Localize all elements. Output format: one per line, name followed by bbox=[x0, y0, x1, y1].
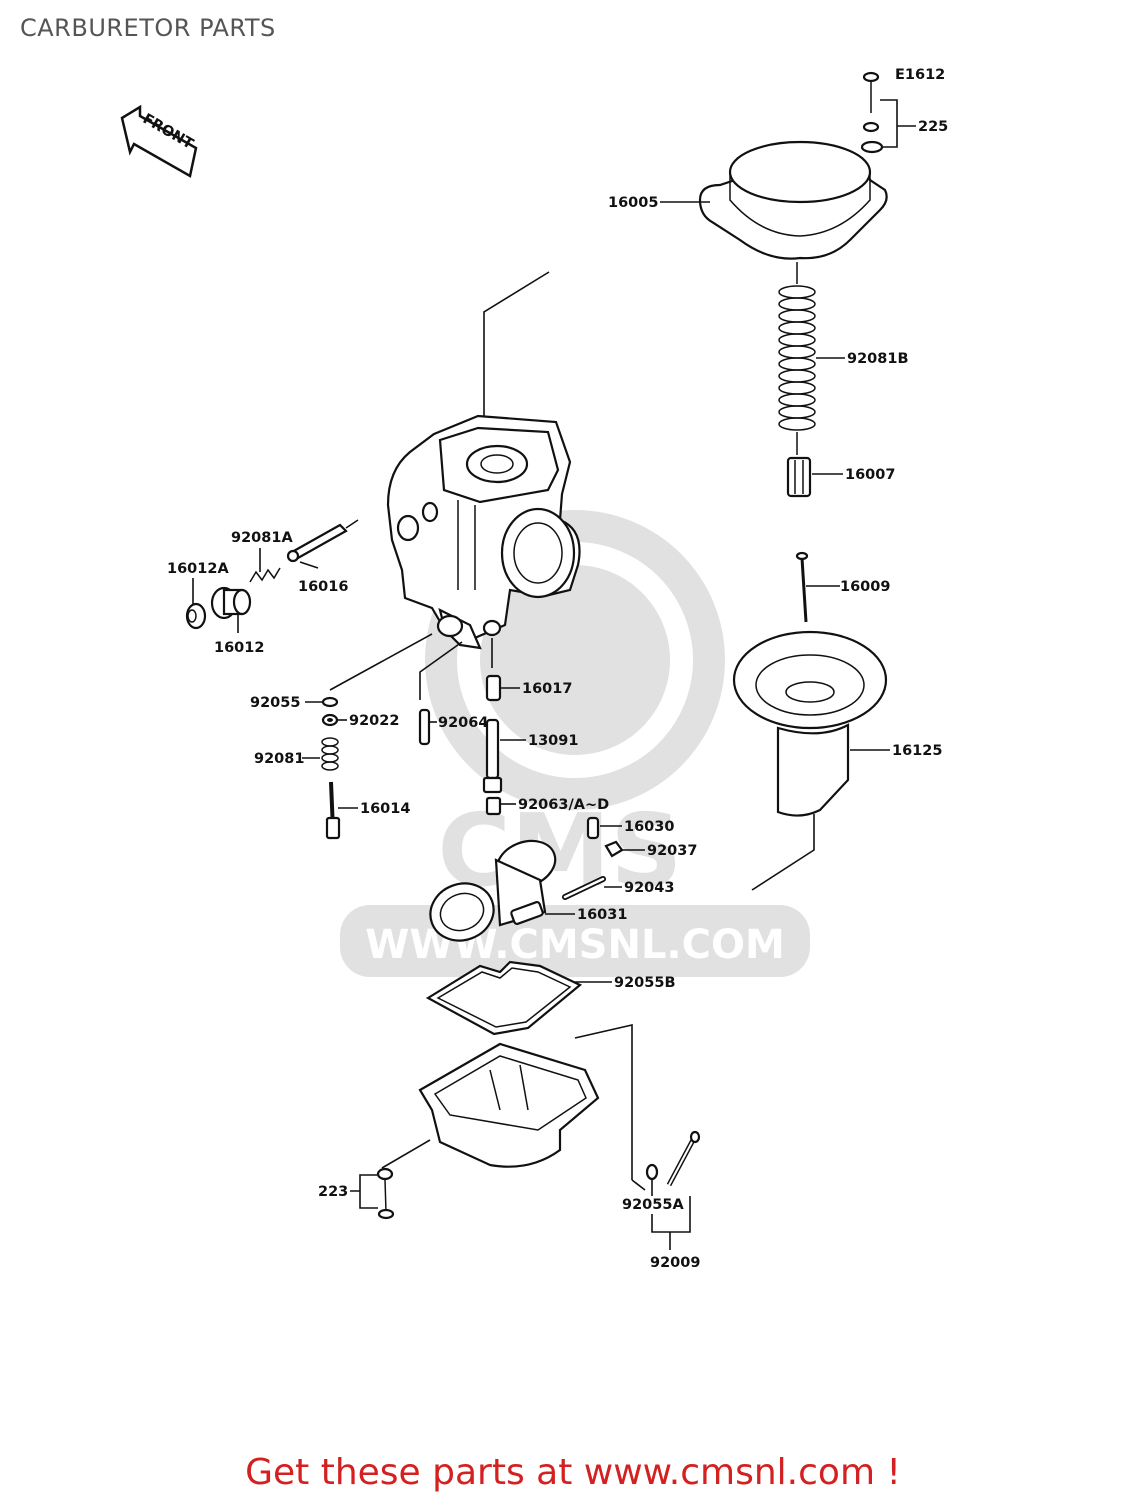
label-92055a: 92055A bbox=[622, 1197, 684, 1213]
part-92081b-spring bbox=[778, 262, 816, 455]
part-carburetor-body bbox=[386, 414, 581, 650]
label-16031: 16031 bbox=[577, 907, 627, 923]
part-16009-needle bbox=[795, 551, 809, 623]
part-16007-holder bbox=[786, 456, 812, 498]
part-92022-washer bbox=[321, 713, 339, 727]
label-223: 223 bbox=[318, 1184, 348, 1200]
label-92063: 92063/A~D bbox=[518, 797, 609, 813]
part-13091-needle-jet bbox=[482, 718, 503, 794]
label-92043: 92043 bbox=[624, 880, 674, 896]
label-16005: 16005 bbox=[608, 195, 658, 211]
front-arrow-icon: FRONT bbox=[120, 104, 198, 178]
part-92009-drain-screw bbox=[666, 1130, 701, 1187]
label-92009: 92009 bbox=[650, 1255, 700, 1271]
watermark: CMS WWW.CMSNL.COM bbox=[340, 510, 810, 977]
label-16125: 16125 bbox=[892, 743, 942, 759]
part-92043-pin bbox=[562, 876, 606, 900]
part-92055b-gasket bbox=[425, 960, 583, 1036]
part-16017-jet bbox=[485, 674, 502, 702]
part-16031-float bbox=[429, 839, 557, 942]
part-92063-main-jet bbox=[485, 796, 502, 816]
part-16012a-cap bbox=[185, 602, 207, 630]
label-16007: 16007 bbox=[845, 467, 895, 483]
label-92081: 92081 bbox=[254, 751, 304, 767]
part-16005-top-cover bbox=[698, 140, 888, 260]
label-16012: 16012 bbox=[214, 640, 264, 656]
label-225: 225 bbox=[918, 119, 948, 135]
label-92064: 92064 bbox=[438, 715, 488, 731]
part-16125-vacuum-piston bbox=[732, 630, 888, 817]
part-float-bowl bbox=[418, 1042, 600, 1168]
part-92055a-washer bbox=[645, 1163, 659, 1181]
label-16009: 16009 bbox=[840, 579, 890, 595]
label-92037: 92037 bbox=[647, 843, 697, 859]
diagram-code: E1612 bbox=[895, 67, 945, 83]
label-16017: 16017 bbox=[522, 681, 572, 697]
label-16012a: 16012A bbox=[167, 561, 229, 577]
footer-promo-link[interactable]: Get these parts at www.cmsnl.com ! bbox=[245, 1452, 901, 1493]
screw-225 bbox=[860, 71, 884, 154]
label-92081a: 92081A bbox=[231, 530, 293, 546]
part-92055-oring bbox=[321, 696, 339, 708]
label-16016: 16016 bbox=[298, 579, 348, 595]
part-16016-pilot-screw bbox=[286, 519, 359, 563]
page-title: CARBURETOR PARTS bbox=[20, 14, 276, 42]
label-16014: 16014 bbox=[360, 801, 410, 817]
label-13091: 13091 bbox=[528, 733, 578, 749]
label-16030: 16030 bbox=[624, 819, 674, 835]
part-16014-screw bbox=[325, 781, 341, 840]
part-92081a-spring bbox=[249, 567, 281, 583]
part-223-screw bbox=[376, 1167, 395, 1220]
watermark-text: WWW.CMSNL.COM bbox=[365, 922, 785, 968]
label-92055b: 92055B bbox=[614, 975, 676, 991]
part-16012-adjuster bbox=[210, 586, 252, 620]
part-92064-pipe bbox=[418, 708, 431, 746]
label-92055: 92055 bbox=[250, 695, 300, 711]
label-92022: 92022 bbox=[349, 713, 399, 729]
part-92081-spring bbox=[321, 737, 339, 771]
part-16030-float-valve bbox=[586, 816, 600, 840]
label-92081b: 92081B bbox=[847, 351, 909, 367]
